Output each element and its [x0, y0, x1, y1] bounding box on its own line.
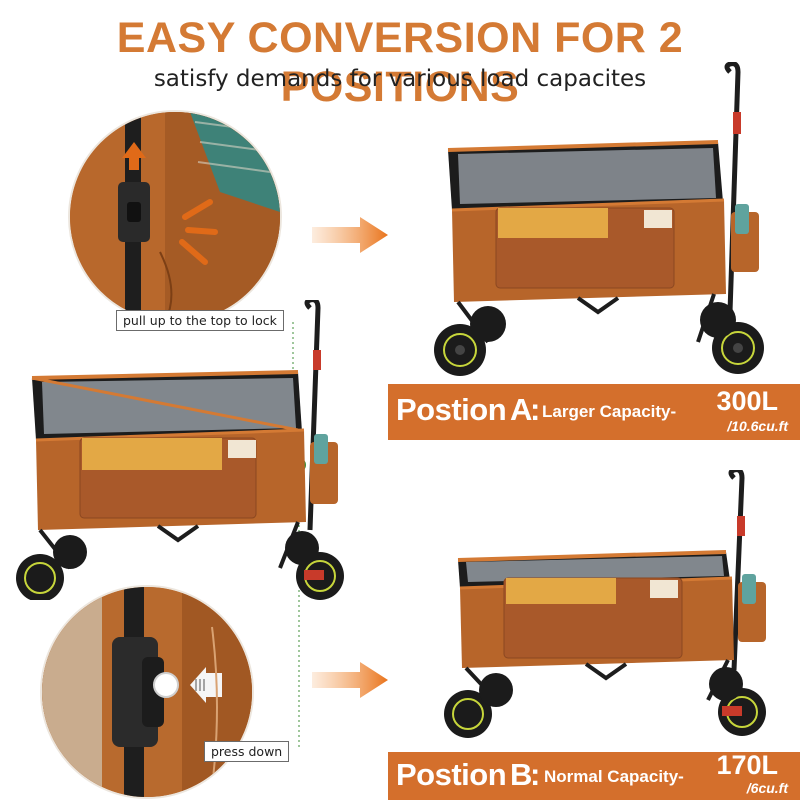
wagon-transition-image	[16, 300, 344, 600]
callout-pull-up: pull up to the top to lock	[116, 310, 284, 331]
lock-detail-top-image	[70, 112, 280, 322]
position-b-capacity: Normal Capacity-	[544, 767, 684, 786]
banner-position-b: Postion B : Normal Capacity- 170L /6cu.f…	[388, 750, 800, 800]
headline: EASY CONVERSION FOR 2 POSITIONS	[116, 14, 684, 111]
button-indicator-icon	[153, 672, 179, 698]
position-a-label: Postion	[396, 392, 507, 427]
arrow-right-top-icon	[312, 217, 388, 253]
arrow-right-bottom-icon	[312, 662, 388, 698]
lock-detail-bottom-image	[42, 587, 252, 797]
wagon-position-a-image	[434, 62, 764, 376]
lock-detail-bottom-circle	[40, 585, 254, 799]
position-a-colon: :	[530, 392, 541, 427]
subline: satisfy demands for various load capacit…	[153, 66, 647, 92]
lock-detail-top-circle	[68, 110, 282, 324]
arrow-left-icon	[190, 667, 222, 703]
position-a-volume: 300L	[716, 386, 778, 416]
wheel-icon	[434, 324, 486, 376]
position-a-letter: A	[510, 392, 533, 427]
arrow-up-icon	[122, 142, 146, 170]
banner-position-a: Postion A : Larger Capacity- 300L /10.6c…	[388, 384, 800, 440]
position-a-capacity: Larger Capacity-	[542, 402, 677, 421]
position-b-colon: :	[530, 757, 541, 792]
position-b-label: Postion	[396, 757, 507, 792]
wagon-position-b-image	[444, 470, 766, 738]
position-a-cuft: /10.6cu.ft	[727, 418, 788, 434]
position-b-volume: 170L	[716, 750, 778, 780]
callout-press-down: press down	[204, 741, 290, 762]
position-b-cuft: /6cu.ft	[746, 780, 788, 796]
position-b-letter: B	[510, 757, 533, 792]
